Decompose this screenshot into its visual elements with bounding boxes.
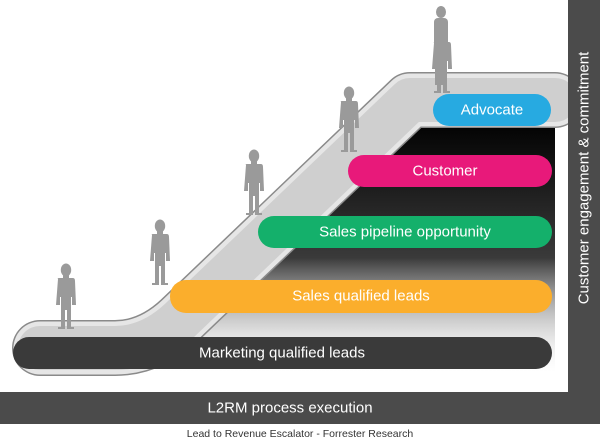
- x-axis-bar: [0, 392, 600, 424]
- stage-label-sales-qualified-leads: Sales qualified leads: [292, 288, 430, 305]
- person-silhouette-1: [56, 263, 76, 329]
- stage-bar-advocate: [433, 94, 551, 126]
- stage-bar-sales-pipeline-opportunity: [258, 216, 552, 248]
- y-axis-label: Customer engagement & commitment: [576, 51, 593, 304]
- stage-label-advocate: Advocate: [461, 102, 524, 119]
- stage-label-marketing-qualified-leads: Marketing qualified leads: [199, 345, 365, 362]
- person-silhouette-2: [150, 219, 170, 285]
- diagram-caption: Lead to Revenue Escalator - Forrester Re…: [186, 428, 414, 440]
- stage-bar-marketing-qualified-leads: [13, 337, 552, 369]
- person-silhouette-6-head: [436, 6, 446, 18]
- person-silhouette-6-legs: [435, 55, 446, 85]
- stage-bar-customer: [348, 155, 552, 187]
- stage-label-sales-pipeline-opportunity: Sales pipeline opportunity: [319, 224, 491, 241]
- x-axis-label: L2RM process execution: [207, 400, 372, 417]
- stage-bar-sales-qualified-leads: [170, 280, 552, 313]
- y-axis-bar: [568, 0, 600, 392]
- person-silhouette-6-body: [434, 18, 448, 58]
- stage-label-customer: Customer: [412, 163, 477, 180]
